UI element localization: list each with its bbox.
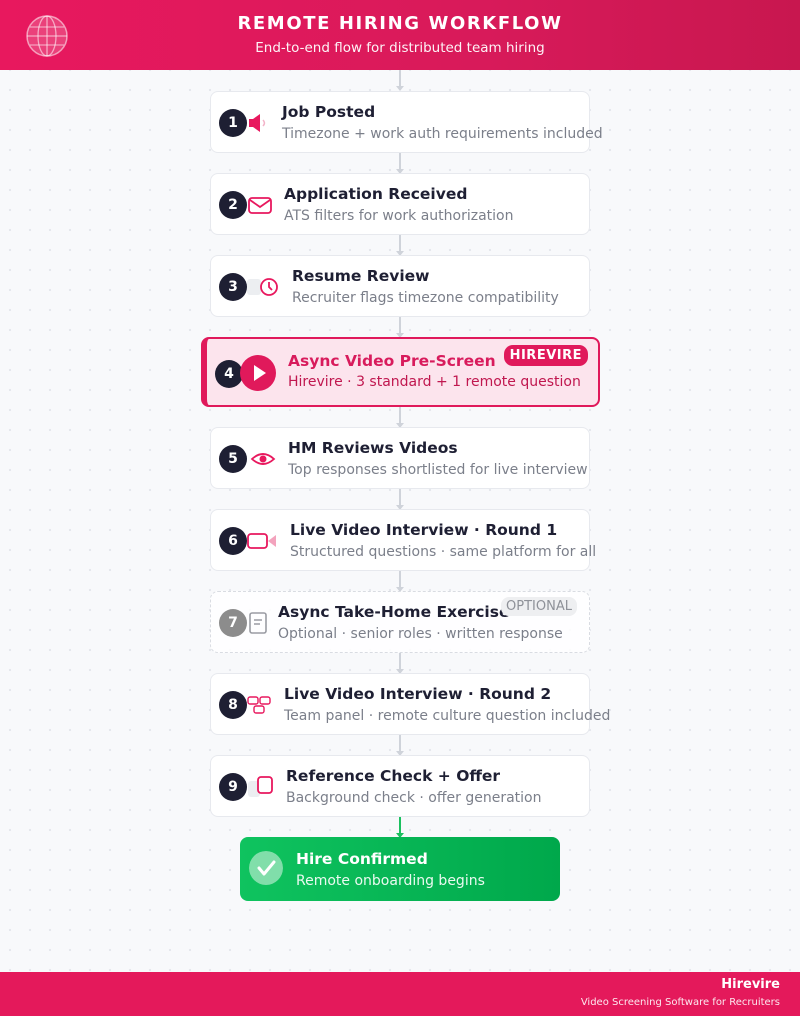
page-subtitle: End-to-end flow for distributed team hir… xyxy=(255,40,545,56)
header: REMOTE HIRING WORKFLOW End-to-end flow f… xyxy=(0,0,800,70)
step-number: 2 xyxy=(219,191,247,219)
connector-arrow xyxy=(395,653,404,674)
connector-arrow xyxy=(395,317,404,338)
connector-arrow xyxy=(395,70,404,91)
step-title: Resume Review xyxy=(292,267,430,285)
step-title: Async Take-Home Exercise xyxy=(278,603,510,621)
document-icon xyxy=(249,612,267,634)
checkmark-icon xyxy=(249,851,283,885)
connector-arrow xyxy=(395,153,404,174)
step-number: 4 xyxy=(215,360,243,388)
play-icon xyxy=(240,355,276,391)
connector-arrow-final xyxy=(395,817,404,838)
contract-icon xyxy=(248,776,273,797)
step-title: Live Video Interview · Round 1 xyxy=(290,521,558,539)
megaphone-icon xyxy=(249,114,266,132)
step-description: Hirevire · 3 standard + 1 remote questio… xyxy=(288,374,581,390)
step-description: Team panel · remote culture question inc… xyxy=(284,708,611,724)
hire-confirmed-box: Hire Confirmed Remote onboarding begins xyxy=(240,837,560,901)
step-9-reference-check-offer: 9 Reference Check + Offer Background che… xyxy=(210,755,590,817)
step-number: 5 xyxy=(219,445,247,473)
step-description: Structured questions · same platform for… xyxy=(290,544,597,560)
connector-arrow xyxy=(395,235,404,256)
step-description: Background check · offer generation xyxy=(286,790,542,806)
step-description: ATS filters for work authorization xyxy=(284,208,514,224)
footer-tagline: Video Screening Software for Recruiters xyxy=(580,997,780,1008)
step-1-job-posted: 1 Job Posted Timezone + work auth requir… xyxy=(210,91,603,153)
step-description: Top responses shortlisted for live inter… xyxy=(288,462,588,478)
clock-icon xyxy=(247,278,278,296)
step-title: Async Video Pre-Screen xyxy=(288,352,496,370)
envelope-icon xyxy=(248,197,272,214)
step-title: Job Posted xyxy=(282,103,376,121)
step-5-hm-reviews-videos: 5 HM Reviews Videos Top responses shortl… xyxy=(210,427,590,489)
step-title: Application Received xyxy=(284,185,468,203)
step-description: Timezone + work auth requirements includ… xyxy=(282,126,603,142)
team-panel-icon xyxy=(247,696,271,714)
eye-icon xyxy=(250,453,276,465)
hirevire-badge: HIREVIRE xyxy=(503,345,588,366)
step-number: 7 xyxy=(219,609,247,637)
step-number: 9 xyxy=(219,773,247,801)
globe-icon xyxy=(26,15,68,57)
step-title: Reference Check + Offer xyxy=(286,767,501,785)
connector-arrow xyxy=(395,735,404,756)
final-title: Hire Confirmed xyxy=(296,850,428,868)
footer-brand: Hirevire xyxy=(721,977,780,992)
connector-arrow xyxy=(395,489,404,510)
step-8-live-video-interview-round-2: 8 Live Video Interview · Round 2 Team pa… xyxy=(210,673,610,735)
step-number: 3 xyxy=(219,273,247,301)
connector-arrow xyxy=(395,571,404,592)
step-title: HM Reviews Videos xyxy=(288,439,458,457)
step-7-async-take-home-exercise: 7 Async Take-Home Exercise Optional · se… xyxy=(210,591,590,653)
step-3-resume-review: 3 Resume Review Recruiter flags timezone… xyxy=(210,255,590,317)
workflow-diagram: 1 Job Posted Timezone + work auth requir… xyxy=(0,70,800,970)
step-2-application-received: 2 Application Received ATS filters for w… xyxy=(210,173,590,235)
step-number: 8 xyxy=(219,691,247,719)
final-description: Remote onboarding begins xyxy=(296,873,485,889)
step-6-live-video-interview-round-1: 6 Live Video Interview · Round 1 Structu… xyxy=(210,509,596,571)
step-number: 1 xyxy=(219,109,247,137)
step-title: Live Video Interview · Round 2 xyxy=(284,685,552,703)
video-camera-icon xyxy=(247,533,276,549)
step-description: Optional · senior roles · written respon… xyxy=(278,626,563,642)
step-description: Recruiter flags timezone compatibility xyxy=(292,290,559,306)
optional-badge: OPTIONAL xyxy=(501,597,577,616)
step-number: 6 xyxy=(219,527,247,555)
connector-arrow xyxy=(395,407,404,428)
page-title: REMOTE HIRING WORKFLOW xyxy=(237,13,563,34)
step-4-async-video-pre-screen: 4 Async Video Pre-Screen Hirevire · 3 st… xyxy=(201,337,600,407)
footer: Hirevire Video Screening Software for Re… xyxy=(0,972,800,1016)
